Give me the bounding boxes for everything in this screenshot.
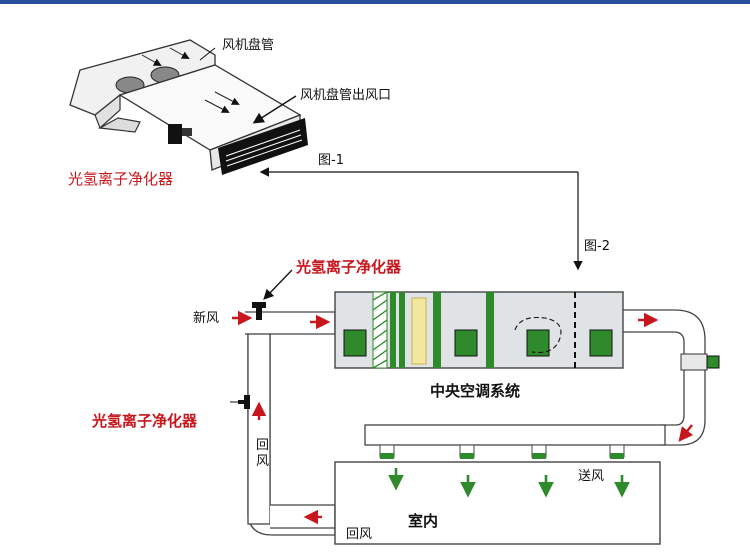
airflow-arrow <box>169 47 190 59</box>
fig1-label: 图-1 <box>318 153 344 168</box>
fan-coil-unit <box>69 39 308 175</box>
section-window <box>589 329 613 357</box>
purifier-device-intake <box>252 302 266 308</box>
fresh-air-label: 新风 <box>193 311 220 326</box>
purifier-label-intake: 光氢离子净化器 <box>296 258 402 276</box>
fig2-label: 图-2 <box>584 239 610 254</box>
top-bar <box>0 0 750 4</box>
fan-coil-label: 风机盘管 <box>222 38 275 53</box>
coil-bar <box>399 292 405 368</box>
purifier-device-return <box>244 395 250 409</box>
filter-hatched <box>372 291 388 369</box>
purifier-device-supply <box>680 353 708 371</box>
fan-coil-foot <box>98 117 141 133</box>
airflow-arrow <box>141 54 162 66</box>
coil-bar <box>390 292 396 368</box>
return-duct-bottom <box>270 504 336 529</box>
fan-coil-bracket <box>94 93 121 130</box>
heater-panel <box>411 297 427 365</box>
return-air-vertical-label: 回 风 <box>256 438 270 470</box>
section-window <box>343 329 367 357</box>
return-duct <box>247 333 271 525</box>
supply-header-duct <box>364 424 666 446</box>
supply-down-arrow <box>678 424 694 442</box>
airflow-arrow <box>204 99 230 113</box>
airflow-arrow <box>214 91 240 105</box>
purifier-intake-leader <box>263 269 293 300</box>
purifier-device-fig1 <box>168 124 182 144</box>
section-window <box>526 329 550 357</box>
section-window <box>454 329 478 357</box>
purifier-label-return: 光氢离子净化器 <box>92 412 198 430</box>
fan-swirl <box>514 316 562 353</box>
central-ac-label: 中央空调系统 <box>430 382 521 400</box>
supply-air-label: 送风 <box>578 469 605 484</box>
purifier-label-fig1: 光氢离子净化器 <box>68 170 174 188</box>
fan-coil-outlet-label: 风机盘管出风口 <box>300 88 392 103</box>
coil-bar <box>486 292 494 368</box>
indoor-label: 室内 <box>408 512 439 530</box>
indoor-room <box>334 461 661 545</box>
outlet-leader-arrow <box>252 95 297 124</box>
fan-coil-outlet-grille <box>218 118 308 175</box>
coil-bar <box>433 292 441 368</box>
return-air-label: 回风 <box>346 527 373 542</box>
